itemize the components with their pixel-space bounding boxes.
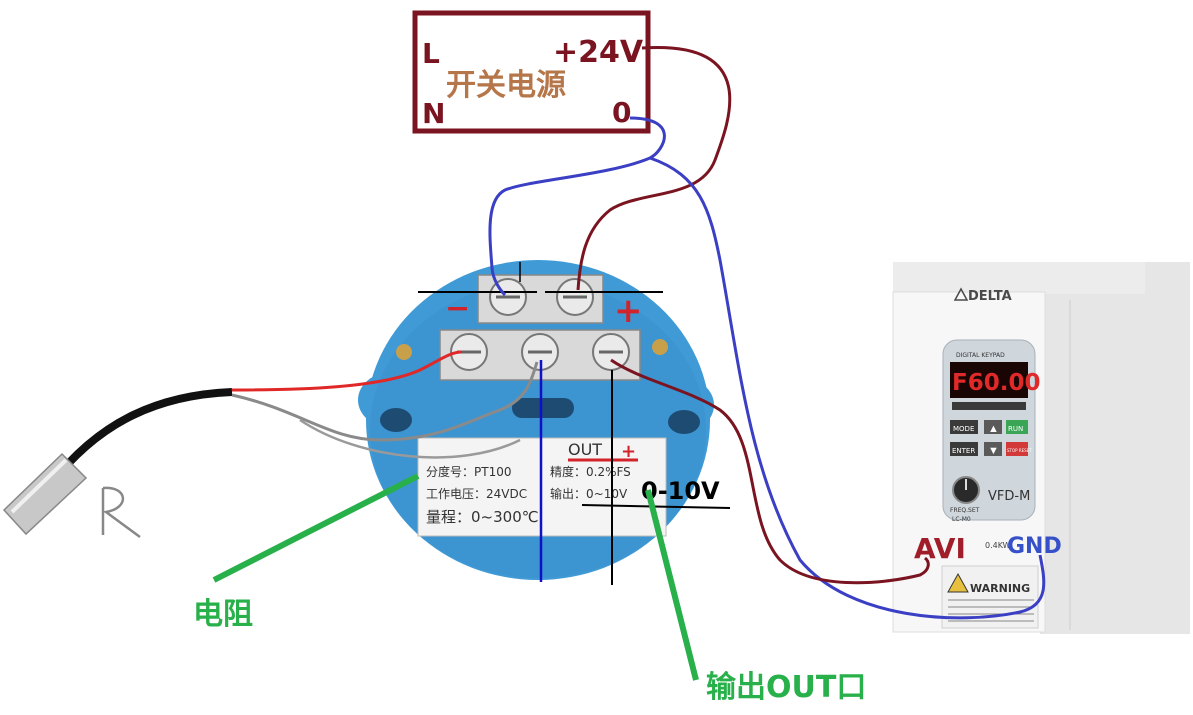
wire-zero-to-gnd <box>649 156 1046 620</box>
vfd-mode-label: MODE <box>953 425 974 433</box>
resistor-annotation: 电阻 <box>193 597 253 632</box>
vfd-led-row <box>952 402 1026 410</box>
vfd-keypad-label: DIGITAL KEYPAD <box>956 352 1005 359</box>
vfd-enter-label: ENTER <box>952 447 975 455</box>
output-range-label: 0-10V <box>641 477 720 505</box>
vfd-up-arrow-icon: ▲ <box>988 423 999 435</box>
vfd-up-button[interactable] <box>984 420 1002 434</box>
vfd-display <box>950 362 1028 398</box>
power-supply-zero-label: 0 <box>612 96 631 129</box>
vfd-display-value: F60.00 <box>952 370 1040 396</box>
sensor-lead-grey-1 <box>231 361 539 442</box>
vfd-enter-button[interactable] <box>950 442 978 456</box>
power-supply-frame <box>412 10 651 134</box>
vfd-run-label: RUN <box>1008 425 1023 433</box>
output-port-pointer <box>645 489 699 681</box>
vfd-model: VFD-M <box>988 489 1030 504</box>
vfd-down-button[interactable] <box>984 442 1002 456</box>
label-row-2-left: 工作电压：24VDC <box>426 487 527 501</box>
vfd-side-panel <box>1040 262 1190 634</box>
wire-out-to-avi <box>610 358 930 585</box>
terminal-minus-label: − <box>445 291 470 326</box>
sensor-lead-red <box>231 350 463 392</box>
vfd-knob-label: FREQ.SET <box>950 507 980 514</box>
vfd-rating: 0.4KW <box>985 541 1011 550</box>
pt100-sensor: R <box>2 350 539 539</box>
vfd-top <box>893 262 1145 294</box>
annotations: 电阻 输出OUT口 <box>193 473 866 705</box>
vfd-run-button[interactable] <box>1006 420 1028 434</box>
vfd-brand: DELTA <box>968 289 1012 304</box>
wiring <box>488 46 1046 620</box>
output-port-annotation: 输出OUT口 <box>706 670 866 705</box>
sensor-R-letter <box>101 486 141 539</box>
power-supply-title: 开关电源 <box>446 68 566 103</box>
sensor-probe-highlight <box>10 458 68 514</box>
power-supply: L N +24V 0 开关电源 <box>412 10 651 134</box>
sensor-label: R <box>100 534 101 536</box>
temperature-transmitter: − + 分度号：PT100 精度：0.2%FS 工作电压：24VDC 输出：0~… <box>358 260 731 580</box>
brass-screw-left <box>396 344 412 360</box>
transmitter-ear-hole-right <box>668 410 700 434</box>
transmitter-ear-hole-left <box>380 408 412 432</box>
vfd-terminal-gnd: GND <box>1007 534 1062 559</box>
vfd-terminal-avi: AVI <box>914 532 966 565</box>
vfd-stop-label: STOP RESET <box>1007 448 1032 453</box>
warning-triangle-icon <box>947 572 969 593</box>
sensor-lead-grey-2 <box>299 418 521 459</box>
out-label: OUT <box>568 440 602 459</box>
out-plus-label: + <box>621 441 636 462</box>
terminal-plus-label: + <box>614 291 643 331</box>
power-supply-L-label: L <box>422 37 440 70</box>
vfd-inverter: DELTA DIGITAL KEYPAD F60.00 MODE ▲ RUN E… <box>892 262 1190 634</box>
label-row-1-left: 分度号：PT100 <box>426 464 511 479</box>
power-supply-N-label: N <box>422 97 445 130</box>
output-range-underline <box>581 504 731 509</box>
vfd-stop-button[interactable] <box>1006 442 1028 456</box>
transmitter-center-slot <box>512 398 574 418</box>
vfd-warning-title: WARNING <box>970 582 1030 595</box>
vfd-knob-sublabel: LC-M0 <box>952 516 971 523</box>
wire-zero-to-minus <box>488 116 666 297</box>
label-row-3-left: 量程：0~300℃ <box>426 508 539 526</box>
sensor-probe-tip <box>2 452 88 536</box>
brass-screw-right <box>652 339 668 355</box>
vfd-brand-logo-icon <box>953 287 969 301</box>
label-row-2-right: 输出：0~10V <box>550 486 628 501</box>
resistor-pointer <box>212 473 420 583</box>
vfd-down-arrow-icon: ▼ <box>988 445 999 457</box>
power-supply-plus24v-label: +24V <box>553 35 644 70</box>
wire-plus24v <box>576 46 732 291</box>
terminal-screw-top-right <box>556 278 594 316</box>
terminal-screw-bottom-right <box>592 333 630 371</box>
vfd-mode-button[interactable] <box>950 420 978 434</box>
label-row-1-right: 精度：0.2%FS <box>550 464 631 479</box>
